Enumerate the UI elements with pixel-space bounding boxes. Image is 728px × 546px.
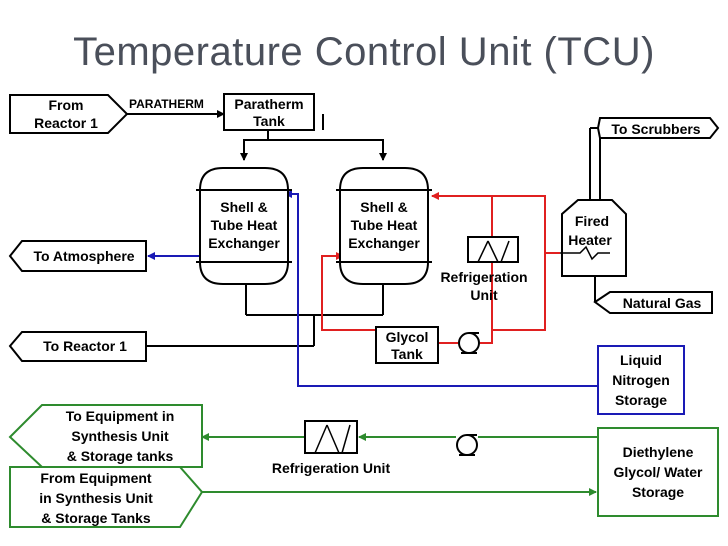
svg-text:Tube Heat: Tube Heat: [211, 217, 278, 233]
fired-heater: Fired Heater: [560, 199, 627, 277]
svg-text:Exchanger: Exchanger: [208, 235, 280, 251]
paratherm-line-label: PARATHERM: [129, 97, 204, 111]
liquid-nitrogen-storage: Liquid Nitrogen Storage: [597, 345, 685, 415]
heat-exchanger-1: Shell & Tube Heat Exchanger: [196, 167, 292, 285]
svg-text:Storage: Storage: [632, 484, 684, 500]
to-reactor-node: To Reactor 1: [8, 331, 147, 362]
glycol-loop-red: [321, 192, 560, 344]
refrigeration-unit-1: Refrigeration Unit: [440, 236, 528, 303]
glycol-tank: Glycol Tank: [375, 326, 439, 364]
paratherm-tank: Paratherm Tank: [223, 93, 315, 131]
svg-text:Shell &: Shell &: [360, 199, 407, 215]
svg-text:Liquid: Liquid: [620, 352, 662, 368]
svg-text:Diethylene: Diethylene: [623, 444, 694, 460]
from-reactor-node: From Reactor 1: [9, 94, 129, 134]
heater-coil-icon: [560, 245, 610, 261]
diethylene-glycol-storage: Diethylene Glycol/ Water Storage: [597, 427, 719, 517]
svg-text:To Equipment in: To Equipment in: [66, 408, 175, 424]
svg-text:Reactor 1: Reactor 1: [34, 115, 98, 131]
svg-text:From: From: [49, 97, 84, 113]
diethylene-lines-green: [201, 433, 598, 496]
svg-text:& Storage tanks: & Storage tanks: [67, 448, 174, 464]
svg-text:From Equipment: From Equipment: [40, 470, 152, 486]
natural-gas-node: Natural Gas: [593, 291, 713, 314]
svg-text:Shell &: Shell &: [220, 199, 267, 215]
svg-text:Exchanger: Exchanger: [348, 235, 420, 251]
svg-text:Glycol: Glycol: [386, 329, 429, 345]
svg-text:Storage: Storage: [615, 392, 667, 408]
svg-text:Nitrogen: Nitrogen: [612, 372, 670, 388]
svg-text:Paratherm: Paratherm: [234, 96, 303, 112]
refrigeration-unit-2: Refrigeration Unit: [272, 420, 391, 476]
nitrogen-line-blue: [147, 190, 598, 387]
svg-text:Natural Gas: Natural Gas: [623, 295, 702, 311]
pump-icon: [458, 332, 480, 354]
svg-text:To Scrubbers: To Scrubbers: [611, 121, 700, 137]
svg-text:Refrigeration Unit: Refrigeration Unit: [272, 460, 391, 476]
svg-text:To Atmosphere: To Atmosphere: [33, 248, 134, 264]
svg-text:Tank: Tank: [253, 113, 285, 129]
to-atmosphere-node: To Atmosphere: [8, 240, 147, 272]
svg-text:Tube Heat: Tube Heat: [351, 217, 418, 233]
page-title: Temperature Control Unit (TCU): [73, 30, 655, 74]
svg-text:Synthesis Unit: Synthesis Unit: [71, 428, 169, 444]
svg-text:Tank: Tank: [391, 346, 423, 362]
svg-text:Heater: Heater: [568, 232, 612, 248]
heat-exchanger-2: Shell & Tube Heat Exchanger: [336, 167, 432, 285]
svg-text:Refrigeration: Refrigeration: [440, 269, 527, 285]
svg-text:& Storage Tanks: & Storage Tanks: [41, 510, 151, 526]
svg-text:in Synthesis Unit: in Synthesis Unit: [39, 490, 153, 506]
svg-text:Unit: Unit: [470, 287, 498, 303]
svg-text:Glycol/ Water: Glycol/ Water: [614, 464, 704, 480]
pump-2-icon: [456, 434, 478, 456]
svg-text:To Reactor 1: To Reactor 1: [43, 338, 127, 354]
to-scrubbers-node: To Scrubbers: [596, 117, 720, 139]
to-equipment-node: To Equipment in Synthesis Unit & Storage…: [8, 404, 203, 468]
svg-text:Fired: Fired: [575, 213, 609, 229]
from-equipment-node: From Equipment in Synthesis Unit & Stora…: [9, 466, 204, 528]
paratherm-lines: [127, 110, 601, 347]
